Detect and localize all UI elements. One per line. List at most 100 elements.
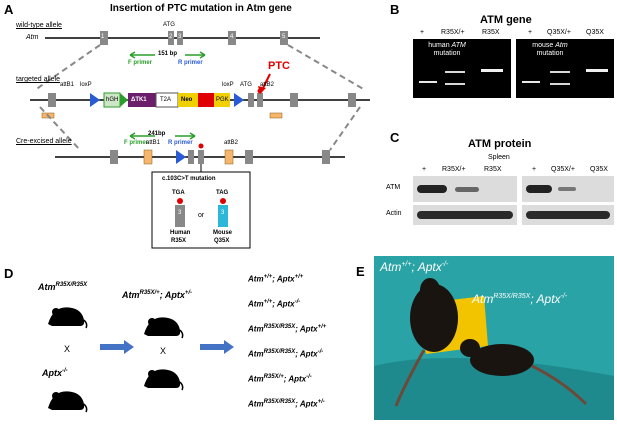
- wt-exon-2-label: 2: [169, 34, 173, 40]
- photo-label-2: AtmR35X/R35X; Aptx-/-: [472, 292, 568, 306]
- attb1-targeted: attB1: [60, 82, 75, 88]
- wt-allele-label: wild-type allele: [16, 22, 62, 29]
- band: [481, 69, 503, 72]
- wb-atm-right: [522, 176, 614, 202]
- wt-exon-1: [100, 31, 108, 45]
- wb-row-actin: Actin: [386, 210, 402, 217]
- wb-actin-right: [522, 205, 614, 225]
- mice-photo: Atm+/+; Aptx-/- AtmR35X/R35X; Aptx-/-: [374, 256, 614, 420]
- hgh-label: hGH: [106, 97, 119, 103]
- gel-right-label-3: mutation: [536, 50, 564, 57]
- human-label: Human: [170, 230, 191, 236]
- mouse-icon-parent2: [48, 391, 88, 413]
- gel-left: human ATM mutation: [413, 39, 511, 98]
- arrow-icon-1: [100, 340, 134, 354]
- photo-label-1: Atm+/+; Aptx-/-: [380, 260, 449, 274]
- wt-amplicon-size: 151 bp: [158, 51, 178, 57]
- f1-genotype: AtmR35X/+; Aptx+/-: [122, 290, 193, 300]
- cre-amplicon-size: 241bp: [148, 131, 166, 137]
- band: [586, 69, 608, 72]
- wb-atm-left: [413, 176, 517, 202]
- t2a-label: T2A: [160, 97, 172, 103]
- wb-lane-right-2: Q35X/+: [551, 166, 575, 173]
- arrow-icon-2: [200, 340, 234, 354]
- r35x-label: R35X: [171, 238, 187, 244]
- dtk1-label: ΔTK1: [131, 97, 147, 103]
- mouse-label: Mouse: [213, 230, 233, 236]
- gel-lane-right-2: Q35X/+: [547, 29, 571, 36]
- mouse-exon3-label: 3: [221, 210, 225, 216]
- gel-left-label-3: mutation: [433, 50, 461, 57]
- attb2-cre: attB2: [224, 140, 239, 146]
- band: [445, 83, 465, 85]
- gel-right: mouse Atm mutation: [516, 39, 614, 98]
- mutation-label: c.103C>T mutation: [162, 176, 216, 182]
- wb-lane-right-3: Q35X: [590, 166, 608, 173]
- wt-f-primer: F primer: [128, 60, 153, 66]
- wb-lane-left-1: +: [422, 166, 427, 173]
- progeny-6: AtmR35X/R35X; Aptx+/-: [248, 399, 325, 409]
- wt-exon-5-label: 5: [282, 34, 286, 40]
- or-label: or: [198, 212, 205, 219]
- band: [522, 81, 540, 83]
- parent2-genotype: Aptx-/-: [42, 368, 68, 378]
- progeny-1: Atm+/+; Aptx+/+: [248, 274, 304, 284]
- wb-lane-left-3: R35X: [484, 166, 502, 173]
- wt-exon-1-label: 1: [101, 34, 105, 40]
- atg-label-targeted: ATG: [240, 82, 252, 88]
- progeny-4: AtmR35X/R35X; Aptx-/-: [248, 349, 324, 359]
- gel-lane-right-1: +: [528, 29, 533, 36]
- gel-lane-left-1: +: [420, 29, 425, 36]
- gel-right-label-2: Atm: [555, 42, 568, 49]
- parent1-genotype: AtmR35X/R35X: [38, 282, 88, 292]
- panel-b-title: ATM gene: [480, 14, 532, 26]
- wt-exon-4: [228, 31, 236, 45]
- wb-actin-left: [413, 205, 517, 225]
- attb2-targeted: attB2: [260, 82, 275, 88]
- loxp-left: loxP: [80, 82, 92, 88]
- wt-exon-4-label: 4: [230, 34, 234, 40]
- cross-symbol-2: X: [160, 346, 167, 356]
- band: [419, 81, 437, 83]
- wt-exon-5: [280, 31, 288, 45]
- progeny-2: Atm+/+; Aptx-/-: [248, 299, 301, 309]
- band: [550, 71, 570, 73]
- band: [445, 71, 465, 73]
- tga-label: TGA: [172, 190, 185, 196]
- progeny-3: AtmR35X/R35X; Aptx+/+: [248, 324, 327, 334]
- neo-label: Neo: [181, 97, 193, 103]
- wt-exon-3: [177, 31, 183, 45]
- panel-d-letter: D: [4, 266, 14, 281]
- wb-lane-right-1: +: [532, 166, 537, 173]
- mouse-icon-f1-a: [144, 317, 184, 339]
- gel-lane-left-3: R35X: [482, 29, 500, 36]
- panel-a-letter: A: [4, 2, 14, 17]
- ptc-label: PTC: [268, 60, 290, 72]
- wb-tissue: Spleen: [488, 154, 510, 161]
- panel-a-title: Insertion of PTC mutation in Atm gene: [110, 3, 292, 14]
- panel-b-letter: B: [390, 2, 400, 17]
- cre-allele-label: Cre-excised allele: [16, 138, 72, 145]
- photo-illustration: [374, 256, 614, 420]
- band: [550, 83, 570, 85]
- attb1-cre: attB1: [146, 140, 161, 146]
- wt-r-primer: R primer: [178, 60, 203, 66]
- gel-left-label-2: ATM: [451, 42, 466, 49]
- human-exon3-label: 3: [178, 210, 182, 216]
- gel-right-label-1: mouse: [532, 42, 554, 49]
- wt-exon-3-label: 3: [178, 34, 182, 40]
- gel-lane-right-3: Q35X: [586, 29, 604, 36]
- loxp-right: loxP: [222, 82, 234, 88]
- cre-r-primer: R primer: [168, 140, 193, 146]
- wb-lane-left-2: R35X/+: [442, 166, 466, 173]
- panel-c-letter: C: [390, 130, 400, 145]
- wb-row-atm: ATM: [386, 184, 401, 191]
- targeted-allele-label: targeted allele: [16, 76, 60, 83]
- progeny-list: Atm+/+; Aptx+/+ Atm+/+; Aptx-/- AtmR35X/…: [248, 274, 326, 424]
- cre-f-primer: F primer: [124, 140, 149, 146]
- cross-symbol-1: X: [64, 344, 71, 354]
- q35x-label: Q35X: [214, 238, 230, 244]
- gel-lane-left-2: R35X/+: [441, 29, 465, 36]
- atm-gene-label: Atm: [26, 34, 39, 41]
- wt-exon-2: [168, 31, 174, 45]
